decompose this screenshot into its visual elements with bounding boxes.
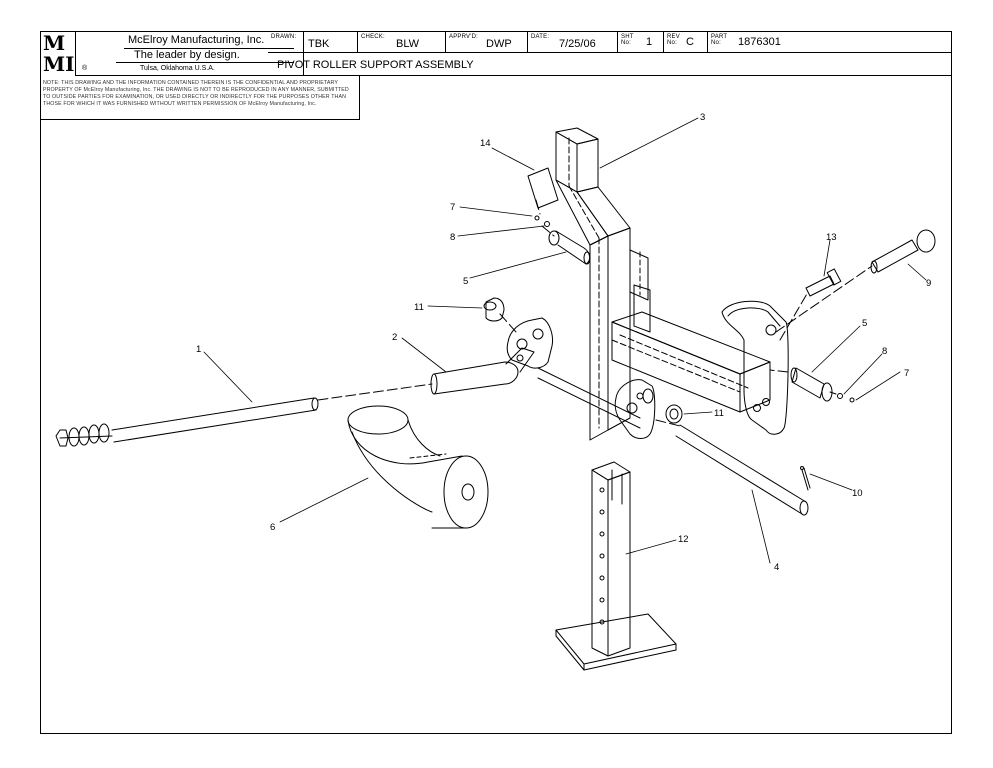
callout-6: 6 [270, 522, 275, 533]
part-6-roller [347, 405, 489, 529]
callout-7-right: 7 [904, 368, 909, 379]
part-12-jack-stand [555, 461, 677, 671]
company-tagline: The leader by design. [134, 49, 240, 61]
right-bracket-plate [721, 300, 789, 435]
title-block: M MI McElroy Manufacturing, Inc. The lea… [40, 31, 952, 76]
part-4-rod [675, 424, 809, 516]
company-cell: McElroy Manufacturing, Inc. The leader b… [76, 31, 304, 76]
check-cell: CHECK: BLW [358, 31, 446, 53]
company-name: McElroy Manufacturing, Inc. [128, 34, 265, 46]
part-10-cotter-pin [800, 466, 811, 491]
part-5-pin-right [790, 367, 833, 402]
callout-8-upper: 8 [450, 232, 455, 243]
rev-label: REV No: [667, 34, 680, 46]
callout-5-right: 5 [862, 318, 867, 329]
callout-5-upper: 5 [463, 276, 468, 287]
part-11-bushing-upper [483, 297, 505, 322]
part-2-roller-arm [430, 347, 641, 429]
callout-10: 10 [852, 488, 863, 499]
leader-lines [203, 117, 927, 564]
callout-7-upper: 7 [450, 202, 455, 213]
drawn-value: TBK [308, 38, 330, 50]
date-label: DATE: [531, 34, 550, 40]
callout-3: 3 [700, 112, 705, 123]
horizontal-beam [611, 311, 771, 413]
callout-12: 12 [678, 534, 689, 545]
sheet-cell: SHT No: 1 [618, 31, 664, 53]
logo-bottom-letters: MI [43, 52, 75, 76]
part-label: PART No: [711, 34, 728, 46]
registered-mark-icon: ® [82, 65, 88, 72]
drawing-border [40, 31, 952, 734]
sheet-label: SHT No: [621, 34, 634, 46]
callout-numbers: 1 2 3 4 5 5 6 7 7 8 8 9 10 11 11 12 13 1… [196, 112, 931, 573]
pivot-bracket-upper [506, 317, 553, 369]
drawn-cell: DRAWN: TBK [268, 31, 358, 53]
callout-2: 2 [392, 332, 397, 343]
part-number: 1876301 [738, 36, 781, 48]
callout-9: 9 [926, 278, 931, 289]
part-11-bushing-lower [665, 404, 683, 424]
drawn-label: DRAWN: [271, 34, 297, 40]
part-9-hitch-pin [870, 229, 936, 274]
callout-13: 13 [826, 232, 837, 243]
part-5-pin-upper [548, 230, 591, 265]
part-cell: PART No: 1876301 [708, 31, 952, 53]
logo-top-letters: M [43, 31, 66, 55]
part-1-handle [55, 397, 319, 447]
approved-cell: APPRV'D: DWP [446, 31, 528, 53]
approved-label: APPRV'D: [449, 34, 478, 40]
callout-8-right: 8 [882, 346, 887, 357]
assembly-centerlines [317, 199, 873, 427]
callout-11-lower: 11 [714, 408, 724, 419]
callout-11-upper: 11 [414, 302, 424, 313]
sheet-value: 1 [646, 36, 653, 48]
company-location: Tulsa, Oklahoma U.S.A. [140, 65, 215, 72]
check-label: CHECK: [361, 34, 385, 40]
part-13-bolt [805, 268, 842, 297]
pivot-bracket-lower [614, 379, 656, 439]
rev-value: C [686, 36, 694, 48]
part-14-label [527, 167, 559, 209]
date-cell: DATE: 7/25/06 [528, 31, 618, 53]
callout-4: 4 [774, 562, 779, 573]
approved-value: DWP [486, 38, 512, 50]
confidentiality-note: NOTE: THIS DRAWING AND THE INFORMATION C… [40, 76, 360, 120]
check-value: BLW [396, 38, 420, 50]
date-value: 7/25/06 [559, 38, 596, 50]
callout-14: 14 [480, 138, 491, 149]
part-7-8-fasteners [534, 215, 855, 403]
part-3-frame-column [555, 127, 651, 441]
drawing-title: PIVOT ROLLER SUPPORT ASSEMBLY [277, 59, 474, 71]
rev-cell: REV No: C [664, 31, 708, 53]
drawing-title-cell: PIVOT ROLLER SUPPORT ASSEMBLY [268, 53, 952, 76]
mmi-logo: M MI [40, 31, 76, 76]
callout-1: 1 [196, 344, 201, 355]
